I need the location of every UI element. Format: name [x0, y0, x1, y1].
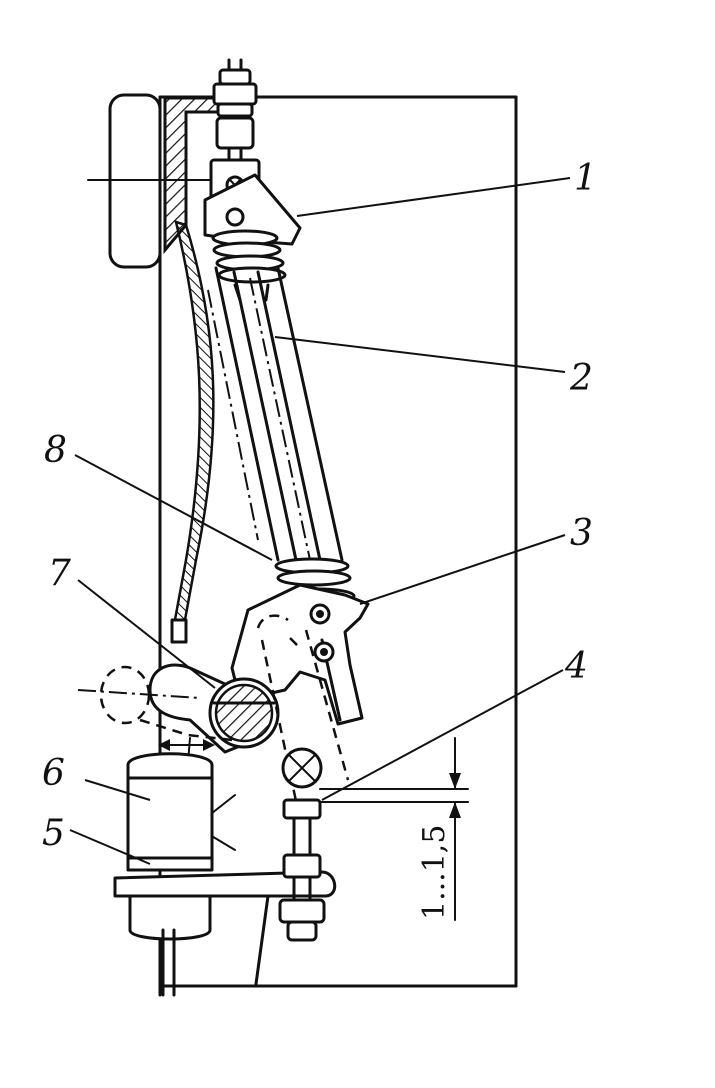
label-6: 6: [42, 753, 65, 794]
label-8: 8: [44, 430, 67, 471]
top-lever: [203, 173, 302, 246]
dimension-text: 1...1,5: [417, 825, 452, 920]
shaft-section: [148, 663, 280, 754]
label-3: 3: [570, 513, 593, 554]
lower-bar: [113, 870, 337, 986]
leader-lines: [69, 177, 571, 865]
telescopic-rod: [207, 266, 344, 562]
contact-cross-icon: [281, 747, 323, 789]
label-1: 1: [574, 158, 597, 199]
label-2: 2: [569, 358, 593, 399]
curved-strip: [170, 220, 215, 644]
bearing-housing: [126, 752, 214, 997]
label-7: 7: [48, 553, 71, 594]
label-5: 5: [42, 813, 65, 854]
adjusting-bolt: [278, 798, 326, 942]
label-4: 4: [564, 646, 588, 687]
gap-dimension: [319, 737, 469, 921]
upper-spring: [211, 229, 287, 302]
